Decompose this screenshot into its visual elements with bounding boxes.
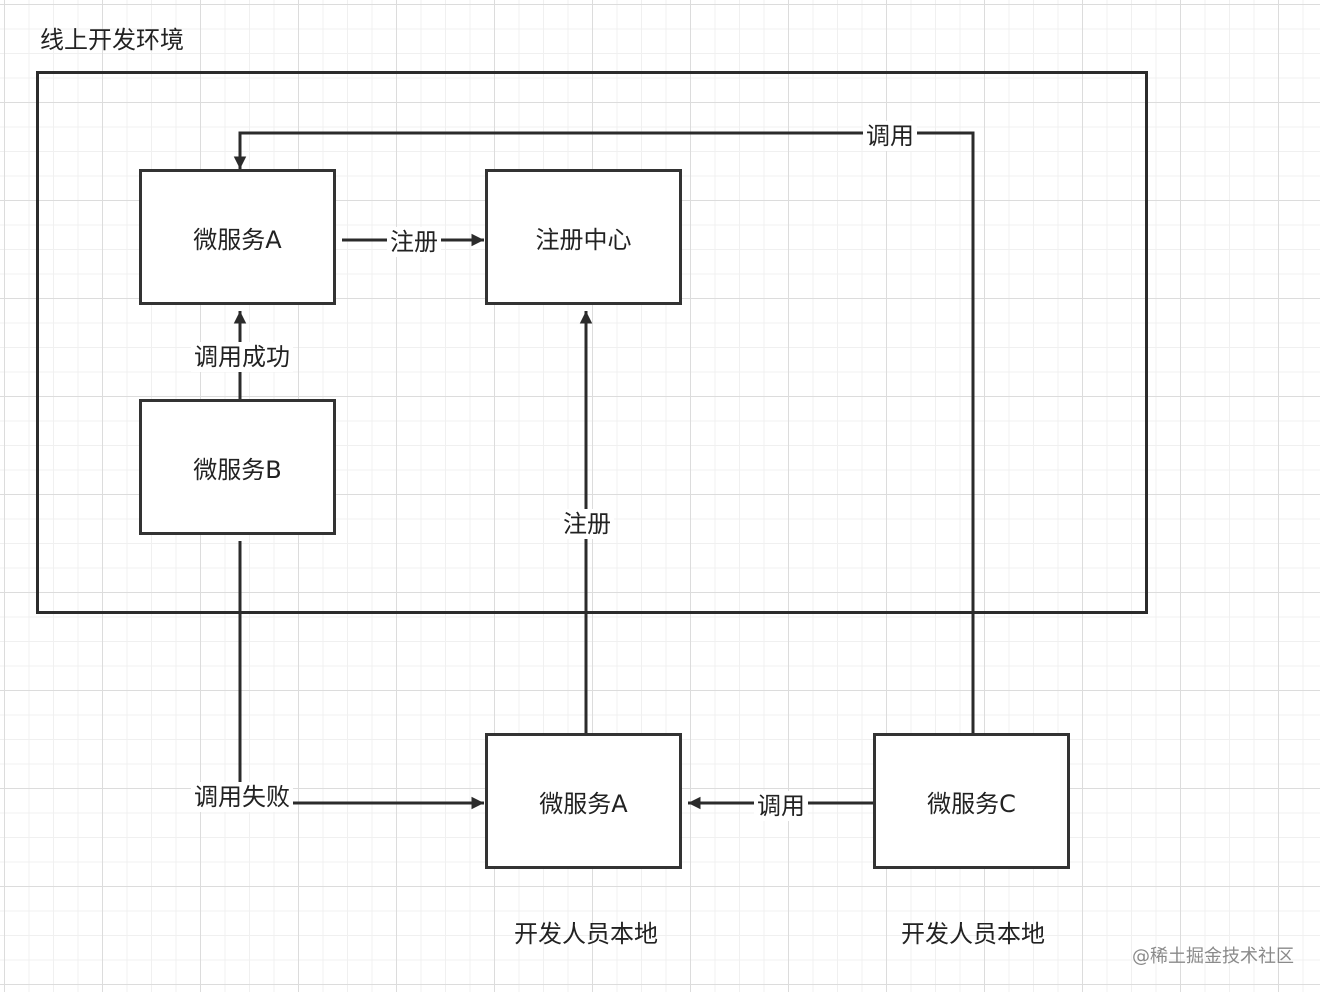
edge-label-call-success: 调用成功 (191, 342, 293, 372)
online-environment-title: 线上开发环境 (40, 26, 184, 54)
edge-online-b-to-local-a (238, 541, 484, 810)
edge-local-c-to-online-a (233, 131, 975, 733)
edge-label-register: 注册 (387, 227, 441, 257)
caption-local-a-location: 开发人员本地 (514, 920, 658, 948)
node-online-microservice-a: 微服务A (139, 169, 336, 305)
online-environment-boundary (36, 71, 1148, 614)
edge-label-local-register: 注册 (560, 509, 614, 539)
edge-label-call-failed: 调用失败 (191, 782, 293, 812)
edge-label-call-local: 调用 (754, 791, 808, 821)
caption-local-c-location: 开发人员本地 (901, 920, 1045, 948)
node-registry-center: 注册中心 (485, 169, 682, 305)
edge-label-call-online: 调用 (863, 121, 917, 151)
node-local-microservice-a: 微服务A (485, 733, 682, 869)
watermark-text: @稀土掘金技术社区 (1132, 946, 1294, 967)
node-online-microservice-b: 微服务B (139, 399, 336, 535)
node-local-microservice-c: 微服务C (873, 733, 1070, 869)
